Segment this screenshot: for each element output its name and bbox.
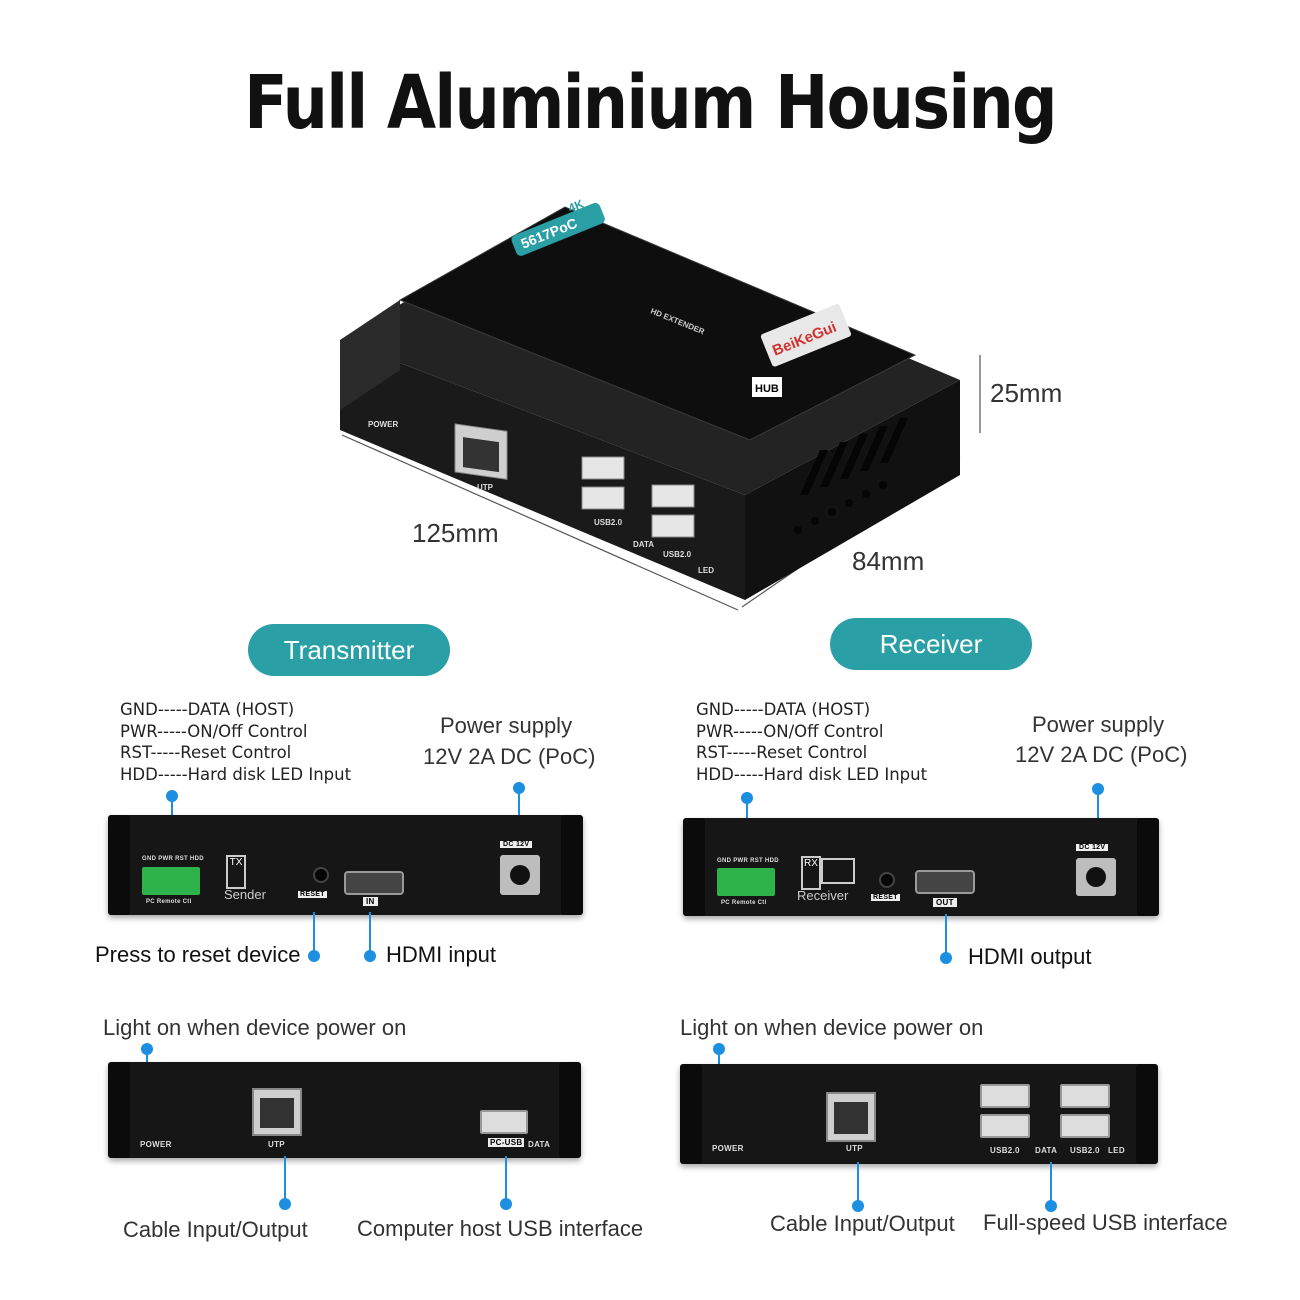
tx-role-icon: TX <box>226 855 246 889</box>
rx-power-title: Power supply <box>1032 712 1165 737</box>
reset-button[interactable] <box>879 872 895 888</box>
device-front-face <box>340 340 745 600</box>
rx-back-panel: POWER UTP USB2.0 DATA USB2.0 LED <box>680 1064 1158 1164</box>
device-isometric: 5617PoC 4K HD EXTENDER BeiKeGui HUB UTP … <box>340 197 981 611</box>
data-label: DATA <box>633 540 654 549</box>
power-label: POWER <box>712 1144 744 1153</box>
model-badge <box>511 202 605 256</box>
side-vents <box>794 418 908 534</box>
usb-port[interactable] <box>980 1114 1030 1138</box>
transmitter-title: Transmitter <box>248 624 450 676</box>
remote-terminal-block <box>717 868 775 896</box>
pin-line: HDD-----Hard disk LED Input <box>696 764 928 784</box>
pin-line: RST-----Reset Control <box>696 743 868 762</box>
badge-4k: 4K <box>566 197 586 216</box>
hdmi-out-label: OUT <box>933 898 957 907</box>
utp-label: UTP <box>268 1140 285 1149</box>
utp-label: UTP <box>846 1144 863 1153</box>
rx-pin-legend: GND-----DATA (HOST) PWR-----ON/Off Contr… <box>696 699 927 785</box>
power-label: POWER <box>140 1140 172 1149</box>
hdmi-in-label: IN <box>363 897 378 906</box>
monitor-icon <box>821 858 855 884</box>
dc-label: DC 12V <box>1076 844 1109 851</box>
data-label: DATA <box>528 1140 551 1149</box>
hub-label: HUB <box>755 383 779 395</box>
reset-label: RESET <box>871 894 900 901</box>
power-led-label: POWER <box>368 420 398 429</box>
tx-role-label: Sender <box>224 887 266 902</box>
tx-power-led-callout: Light on when device power on <box>103 1015 407 1040</box>
usb-port[interactable] <box>1060 1114 1110 1138</box>
usb-port[interactable] <box>1060 1084 1110 1108</box>
width-dimension-line <box>341 434 739 611</box>
led-label: LED <box>698 566 714 575</box>
pc-usb-port[interactable] <box>480 1110 528 1134</box>
pin-line: PWR-----ON/Off Control <box>696 721 884 741</box>
reset-button[interactable] <box>313 867 329 883</box>
brand-logo-plate <box>760 304 852 367</box>
hub-icon <box>752 377 782 397</box>
tx-utp-callout: Cable Input/Output <box>123 1217 308 1242</box>
terminal-pin-labels: GND PWR RST HDD <box>142 856 204 862</box>
dc-label: DC 12V <box>500 841 533 848</box>
hdmi-output-callout: HDMI output <box>968 944 1092 969</box>
usb-label: USB2.0 <box>1070 1146 1100 1155</box>
pin-line: PWR-----ON/Off Control <box>120 721 308 741</box>
usb-label: USB2.0 <box>594 518 623 527</box>
terminal-pin-labels: GND PWR RST HDD <box>717 858 779 864</box>
rx-power-spec: 12V 2A DC (PoC) <box>1015 742 1188 767</box>
tx-power-spec: 12V 2A DC (PoC) <box>423 744 596 769</box>
pc-usb-label: PC-USB <box>488 1138 525 1147</box>
pin-line: HDD-----Hard disk LED Input <box>120 764 352 784</box>
usb-port <box>651 514 695 538</box>
rx-usb-callout: Full-speed USB interface <box>983 1210 1228 1235</box>
usb-ports-group <box>581 456 695 538</box>
remote-terminal-block <box>142 867 200 895</box>
tx-back-panel: POWER UTP PC-USB DATA <box>108 1062 581 1158</box>
hdmi-out-port[interactable] <box>915 870 975 894</box>
rx-power-led-callout: Light on when device power on <box>680 1015 984 1040</box>
utp-port-label: UTP <box>477 483 494 492</box>
utp-port[interactable] <box>826 1092 876 1142</box>
led-label: LED <box>1108 1146 1125 1155</box>
usb-port <box>581 456 625 480</box>
usb-port <box>581 486 625 510</box>
tx-front-panel: GND PWR RST HDD PC Remote Ctl TX Sender … <box>108 815 583 915</box>
pin-line: GND-----DATA (HOST) <box>696 700 871 719</box>
depth-dimension: 84mm <box>852 546 925 576</box>
hdmi-input-callout: HDMI input <box>386 942 497 967</box>
hdmi-in-port[interactable] <box>344 871 404 895</box>
reset-label: RESET <box>298 891 327 898</box>
receiver-title: Receiver <box>830 618 1032 670</box>
terminal-caption: PC Remote Ctl <box>721 900 767 906</box>
height-dimension: 25mm <box>990 378 1063 408</box>
page-title: Full Aluminium Housing <box>244 60 1058 146</box>
pin-line: RST-----Reset Control <box>120 743 292 762</box>
rx-role-label: Receiver <box>797 888 849 903</box>
data-label: DATA <box>1035 1146 1058 1155</box>
device-top-plate <box>398 206 917 441</box>
terminal-caption: PC Remote Ctl <box>146 899 192 905</box>
device-side-face <box>745 380 960 600</box>
dc-jack[interactable] <box>1076 858 1116 896</box>
rx-front-panel: GND PWR RST HDD PC Remote Ctl RX Receive… <box>683 818 1159 916</box>
rx-utp-callout: Cable Input/Output <box>770 1211 955 1236</box>
dc-jack[interactable] <box>500 855 540 895</box>
rx-role-icon: RX <box>801 856 821 890</box>
usb-port <box>651 484 695 508</box>
tx-usb-callout: Computer host USB interface <box>357 1216 644 1241</box>
reset-callout: Press to reset device <box>95 942 301 967</box>
pin-line: GND-----DATA (HOST) <box>120 700 295 719</box>
width-dimension: 125mm <box>412 518 499 548</box>
utp-port[interactable] <box>252 1088 302 1136</box>
tx-pin-legend: GND-----DATA (HOST) PWR-----ON/Off Contr… <box>120 699 351 785</box>
tx-power-title: Power supply <box>440 713 573 738</box>
usb-port[interactable] <box>980 1084 1030 1108</box>
usb-label: USB2.0 <box>663 550 692 559</box>
usb-label: USB2.0 <box>990 1146 1020 1155</box>
